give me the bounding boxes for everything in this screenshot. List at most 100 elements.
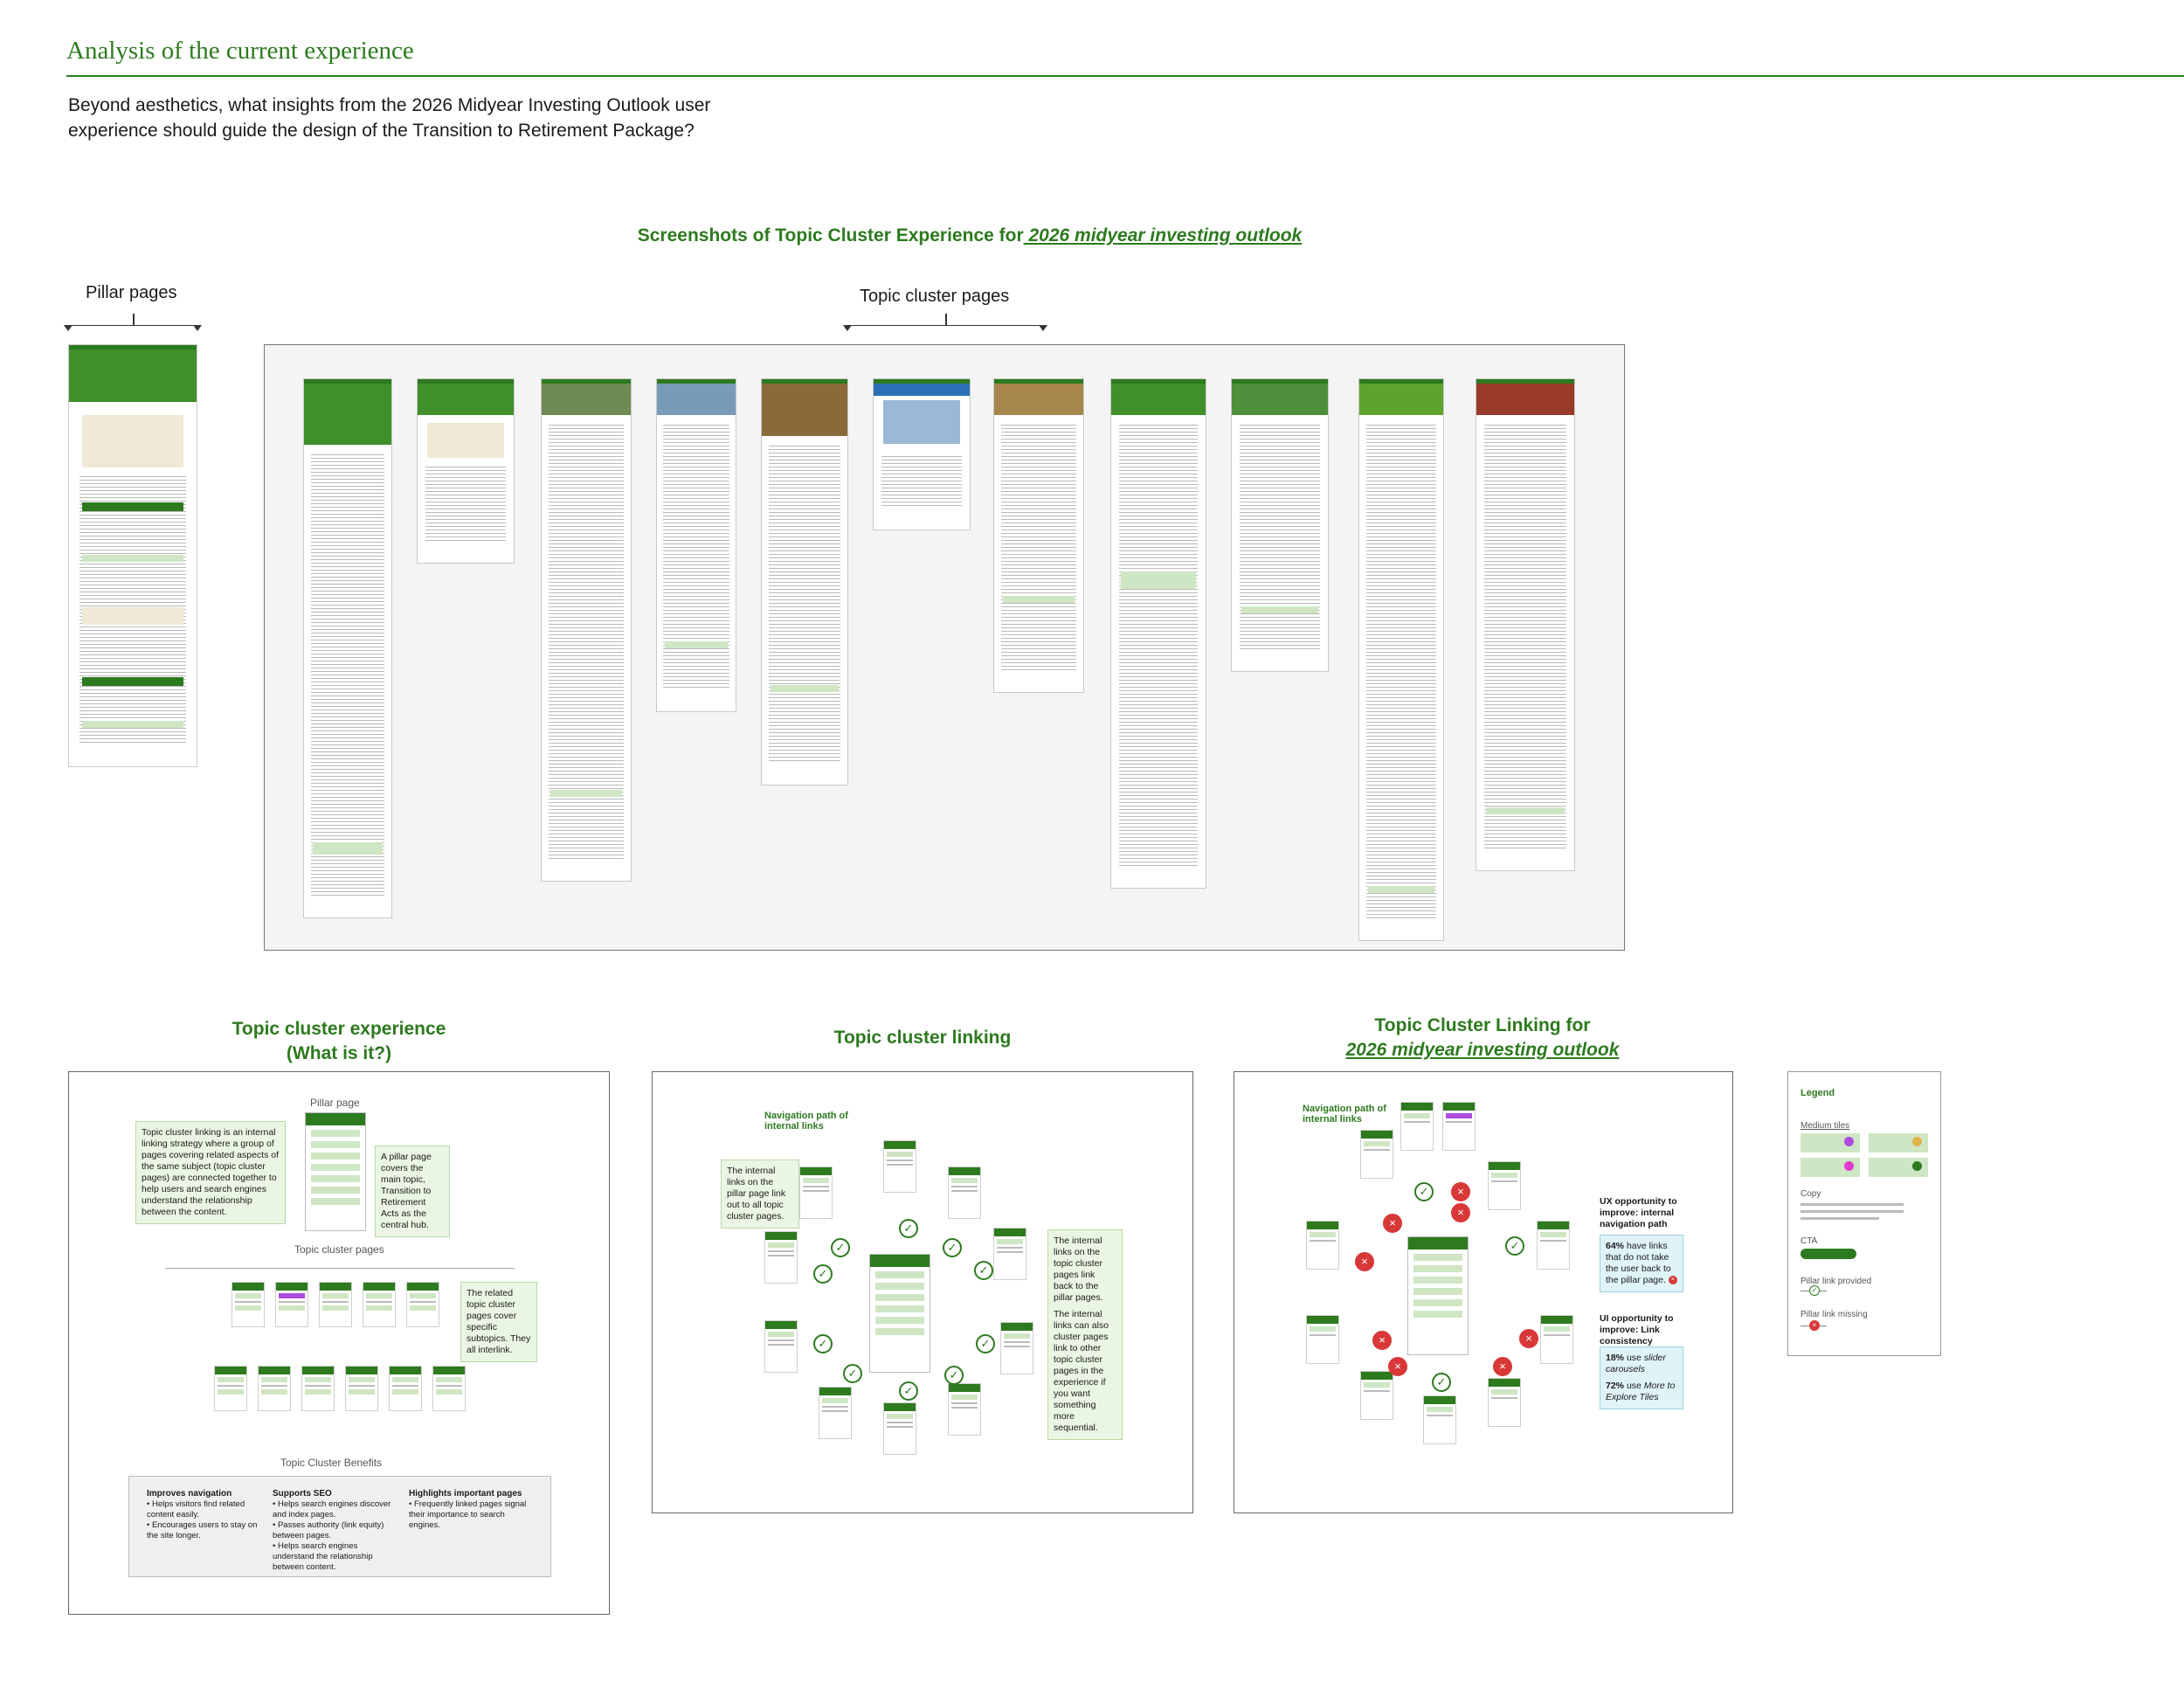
pillar-bracket	[64, 314, 202, 331]
outlook-page-8	[1360, 1371, 1393, 1420]
ux-opportunity-box: 64% have links that do not take the user…	[1600, 1235, 1683, 1292]
outlook-page-9	[1423, 1395, 1456, 1444]
legend-tile-1	[1800, 1133, 1860, 1153]
pillar-page-label: Pillar page	[310, 1097, 360, 1109]
orbit-page-7	[819, 1387, 852, 1439]
cluster-screenshot-2[interactable]	[417, 378, 515, 564]
benefits-box: Improves navigation • Helps visitors fin…	[128, 1476, 551, 1577]
outlook-page-5	[1537, 1221, 1570, 1270]
link-missing-icon: ×	[1355, 1252, 1374, 1271]
linking-for-heading: Topic Cluster Linking for 2026 midyear i…	[1234, 1014, 1731, 1063]
nav-path-label: Navigation path of internal links	[764, 1111, 848, 1132]
legend-tile-4	[1869, 1158, 1928, 1177]
link-check-icon: ✓	[944, 1366, 964, 1385]
pillar-links-out-note: The internal links on the pillar page li…	[721, 1159, 799, 1229]
cluster-wire-1	[232, 1282, 265, 1327]
cluster-screenshot-11[interactable]	[1476, 378, 1575, 871]
link-missing-icon: ×	[1388, 1357, 1407, 1376]
legend-cta-pill	[1800, 1249, 1856, 1259]
link-missing-icon: ×	[1668, 1276, 1677, 1285]
cluster-screenshot-9[interactable]	[1231, 378, 1329, 672]
link-check-icon: ✓	[899, 1381, 918, 1401]
benefit-navigation: Improves navigation • Helps visitors fin…	[147, 1489, 258, 1540]
cluster-wire-10	[389, 1366, 422, 1411]
outlook-link-2[interactable]: 2026 midyear investing outlook	[1345, 1040, 1620, 1060]
cluster-screenshot-8[interactable]	[1110, 378, 1206, 889]
link-check-icon: ✓	[813, 1264, 833, 1284]
cluster-wire-2	[275, 1282, 308, 1327]
outlook-page-2	[1400, 1102, 1434, 1151]
topic-cluster-pages-label: Topic cluster pages	[860, 287, 1010, 306]
legend-copy-line	[1800, 1203, 1904, 1206]
cluster-screenshot-3[interactable]	[541, 378, 632, 882]
cluster-wire-11	[432, 1366, 466, 1411]
outlook-page-11	[1540, 1315, 1573, 1364]
ux-opportunity-title: UX opportunity to improve: internal navi…	[1600, 1196, 1677, 1229]
pillar-page-wireframe	[305, 1112, 366, 1231]
link-missing-icon: ×	[1451, 1203, 1470, 1222]
cluster-screenshot-1[interactable]	[303, 378, 392, 918]
orbit-page-6	[764, 1320, 798, 1373]
legend-tile-3	[1800, 1158, 1860, 1177]
benefit-important-pages: Highlights important pages • Frequently …	[409, 1489, 527, 1530]
magenta-dot-icon	[1844, 1161, 1854, 1171]
orbit-page-5	[764, 1231, 798, 1284]
link-check-icon: ✓	[831, 1238, 850, 1257]
cluster-wire-5	[406, 1282, 439, 1327]
orbit-page-8	[883, 1402, 916, 1455]
cluster-bracket	[843, 314, 1047, 331]
cluster-screenshot-7[interactable]	[993, 378, 1084, 693]
link-missing-icon: ×	[1383, 1214, 1402, 1233]
cluster-wire-4	[363, 1282, 396, 1327]
legend-cta: CTA	[1800, 1236, 1818, 1246]
cluster-wire-7	[258, 1366, 291, 1411]
outlook-link[interactable]: 2026 midyear investing outlook	[1023, 225, 1303, 246]
legend-copy-line	[1800, 1210, 1904, 1213]
title-divider	[66, 75, 2184, 77]
what-is-heading: Topic cluster experience (What is it?)	[232, 1019, 446, 1063]
benefit-seo: Supports SEO • Helps search engines disc…	[273, 1489, 391, 1572]
yellow-dot-icon	[1912, 1137, 1922, 1146]
outlook-page-1	[1360, 1130, 1393, 1179]
nav-path-label-2: Navigation path of internal links	[1303, 1104, 1386, 1125]
pillar-pages-label: Pillar pages	[86, 283, 177, 302]
outlook-page-6	[1306, 1221, 1339, 1270]
related-definition: The related topic cluster pages cover sp…	[460, 1282, 537, 1362]
cluster-screenshot-10[interactable]	[1358, 378, 1444, 941]
what-is-panel: Pillar page Topic cluster linking is an …	[68, 1071, 610, 1615]
legend-copy-line	[1800, 1217, 1879, 1220]
cluster-wire-8	[301, 1366, 335, 1411]
linking-for-panel: Navigation path of internal links ✓ × × …	[1234, 1071, 1733, 1513]
orbit-page-1	[883, 1140, 916, 1193]
orbit-page-3	[993, 1228, 1026, 1280]
link-missing-icon: ×	[1519, 1329, 1538, 1348]
cluster-links-note: The internal links on the topic cluster …	[1047, 1229, 1123, 1440]
missing-icon: ×	[1809, 1320, 1820, 1331]
orbit-page-4	[799, 1166, 833, 1219]
link-check-icon: ✓	[1432, 1373, 1451, 1392]
link-check-icon: ✓	[813, 1334, 833, 1353]
link-check-icon: ✓	[1505, 1236, 1524, 1256]
pillar-definition: A pillar page covers the main topic, Tra…	[375, 1146, 450, 1237]
center-pillar-wireframe	[869, 1254, 930, 1373]
benefits-label: Topic Cluster Benefits	[280, 1457, 383, 1469]
link-missing-icon: ×	[1372, 1331, 1392, 1350]
orbit-page-10	[1000, 1322, 1033, 1374]
cluster-wire-6	[214, 1366, 247, 1411]
purple-dot-icon	[1844, 1137, 1854, 1146]
outlook-page-4	[1488, 1161, 1521, 1210]
ui-opportunity-title: UI opportunity to improve: Link consiste…	[1600, 1313, 1674, 1346]
cluster-screenshot-6[interactable]	[873, 378, 971, 530]
green-dot-icon	[1912, 1161, 1922, 1171]
linking-panel: Navigation path of internal links The in…	[652, 1071, 1193, 1513]
linking-heading: Topic cluster linking	[833, 1028, 1012, 1048]
cluster-screenshot-5[interactable]	[761, 378, 848, 786]
pillar-page-screenshot[interactable]	[68, 344, 197, 767]
outlook-page-3	[1442, 1102, 1476, 1151]
check-icon: ✓	[1809, 1285, 1820, 1296]
topic-cluster-label: Topic cluster pages	[294, 1243, 384, 1256]
legend-pillar-provided: Pillar link provided	[1800, 1277, 1872, 1286]
cluster-screenshot-4[interactable]	[656, 378, 736, 712]
orbit-page-2	[948, 1166, 981, 1219]
link-check-icon: ✓	[843, 1364, 862, 1383]
